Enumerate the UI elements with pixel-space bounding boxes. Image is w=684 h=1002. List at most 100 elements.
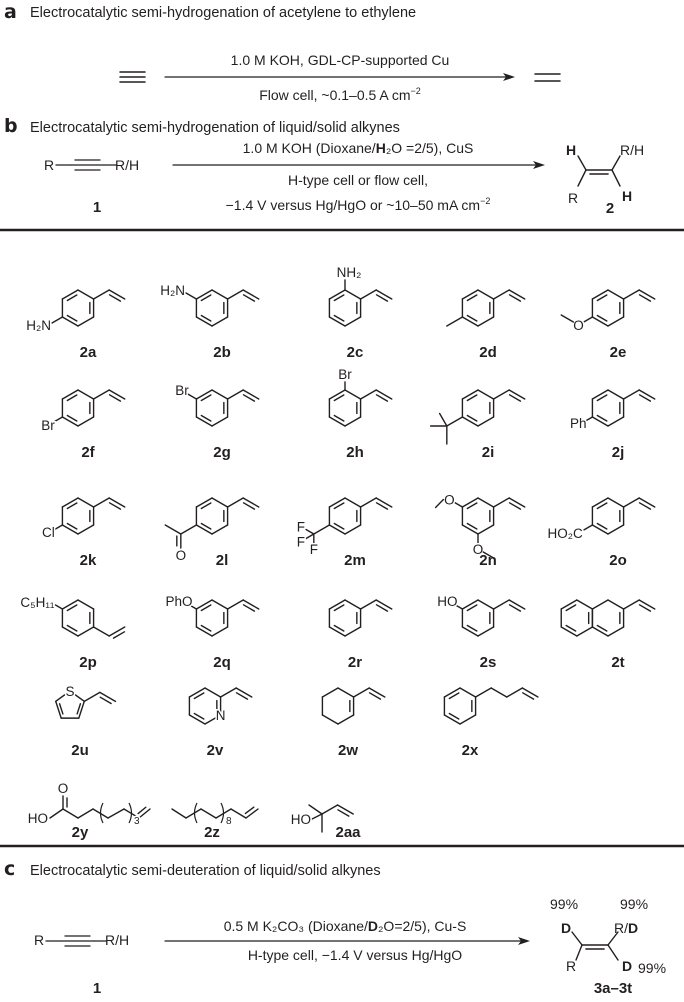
substituent-label: S [65,684,74,699]
bond [591,599,609,610]
bond [461,289,479,300]
bond [77,497,95,508]
substrate-rh: R/H [105,932,130,948]
bond [188,714,206,725]
bond [477,626,495,637]
bond [583,524,594,531]
bond [638,497,656,508]
bond [108,294,122,302]
bond [108,502,122,510]
bond [375,497,393,508]
bond [596,502,608,510]
bond [200,808,217,819]
bond [188,604,198,610]
bond [453,501,464,508]
bond [337,687,355,698]
bond [607,289,625,300]
bond [459,714,477,725]
bond [508,294,522,302]
bond [477,289,495,300]
bond [583,316,594,323]
substituent-label: Cl [42,525,55,540]
bond [195,626,213,637]
bond [200,502,212,510]
bond [92,626,110,637]
bond [313,524,331,535]
bond [596,294,608,302]
compound-2t: 2t [560,599,656,671]
bond [187,393,198,400]
bond [226,389,244,400]
bond [461,524,479,535]
arrowhead [518,937,530,945]
bond [77,599,95,610]
bond [492,389,510,400]
bond [61,599,79,610]
bond [607,599,625,610]
substrate-number: 1 [92,980,102,997]
bond [66,522,78,530]
bond [443,687,461,698]
substituent-label: O [473,542,484,557]
reagent-text: ₂O =2/5), CuS [385,140,474,156]
bond [506,687,524,698]
bond [576,626,594,637]
bond [337,809,350,817]
bond [591,289,609,300]
bond [200,294,212,302]
bond [638,394,652,402]
bond [477,599,495,610]
bond [328,389,346,400]
product-d-bottom: D [622,958,633,974]
bond [185,808,202,819]
bond [200,314,212,322]
bond [466,414,478,422]
substituent-label: H₂N [26,318,51,333]
bond [308,804,323,815]
bond [112,631,126,639]
compound-2w: 2w [321,687,386,759]
bond [321,687,339,698]
bond [66,414,78,422]
bond [560,599,578,610]
bond [466,604,478,612]
substituent-label: F [297,535,305,550]
compound-number: 2o [609,552,627,569]
bond [508,394,522,402]
bond [622,289,640,300]
bond [226,599,244,610]
bond [61,389,79,400]
bond [92,289,110,300]
deuteration-pct-bottom: 99% [638,960,667,976]
bond [66,314,78,322]
bond [328,289,346,300]
bracket-left [193,802,198,824]
bond [591,389,609,400]
bond [171,808,187,819]
bond [305,533,315,540]
bond [344,599,362,610]
bond [611,155,621,171]
bond [193,692,205,700]
bond [565,624,577,632]
bond [521,687,539,698]
bond [607,416,625,427]
compound-number: 2u [71,742,89,759]
superscript: −2 [480,196,491,206]
bond [466,522,478,530]
bond [508,604,522,612]
bond [92,497,110,508]
bond [53,416,64,423]
substituent-label: O [58,781,69,796]
bond [195,289,213,300]
substrate-r: R [44,157,55,173]
substituent-label: Br [175,383,189,398]
bond [492,599,510,610]
substrate-r: R [34,932,45,948]
